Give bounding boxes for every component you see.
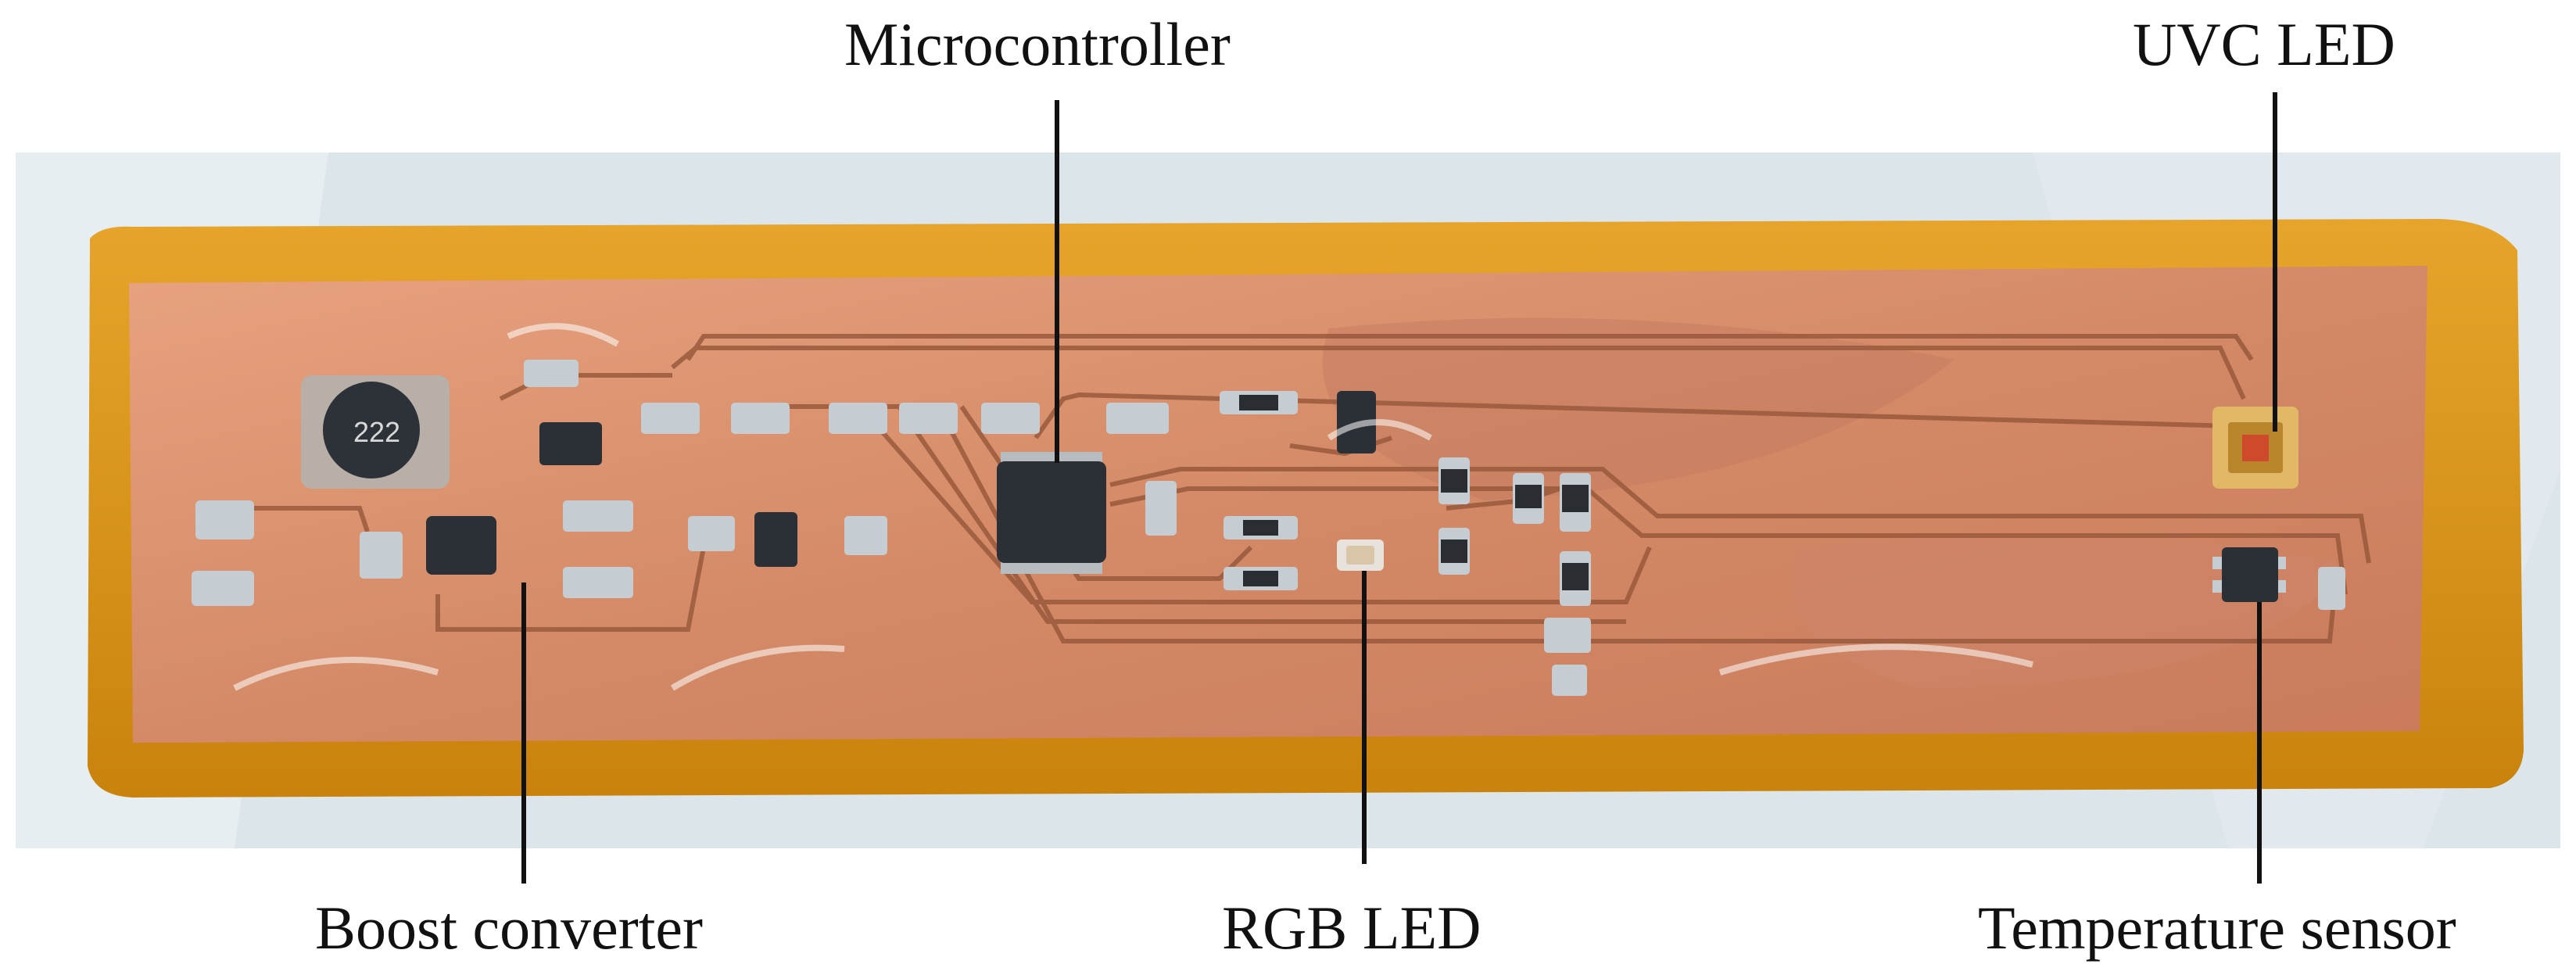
boost-ic bbox=[426, 516, 496, 575]
label-rgb-led: RGB LED bbox=[1222, 894, 1481, 962]
label-uvc-led: UVC LED bbox=[2133, 10, 2395, 78]
uvc-led bbox=[2212, 407, 2298, 489]
rgb-led bbox=[1337, 539, 1384, 571]
label-boost-converter: Boost converter bbox=[315, 894, 704, 962]
input-pad bbox=[192, 571, 254, 606]
boost-ic bbox=[754, 512, 797, 567]
label-microcontroller: Microcontroller bbox=[844, 10, 1231, 78]
microcontroller-chip bbox=[997, 452, 1106, 574]
film-reflections bbox=[233, 323, 2033, 691]
leader-lines bbox=[521, 92, 2277, 884]
inductor-marking: 222 bbox=[353, 416, 400, 448]
boost-ic bbox=[539, 422, 602, 465]
inductor: 222 bbox=[301, 375, 450, 489]
resistor-bodies bbox=[1239, 395, 1589, 590]
label-temperature-sensor: Temperature sensor bbox=[1978, 894, 2456, 962]
input-pad bbox=[195, 500, 254, 539]
temperature-sensor bbox=[2212, 547, 2286, 602]
